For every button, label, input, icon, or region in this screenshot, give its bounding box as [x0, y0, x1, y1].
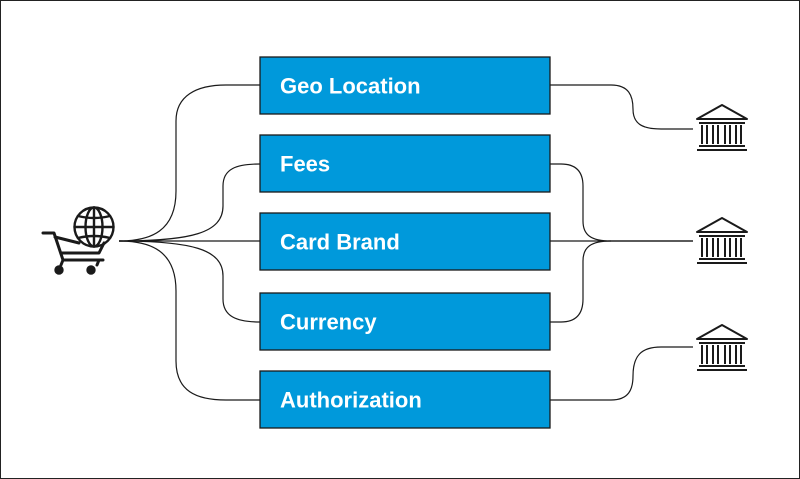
process-box-rect: [259, 370, 551, 429]
process-label: Currency: [280, 310, 377, 335]
connector-cart-currency: [118, 240, 261, 323]
shopping-cart-globe-icon: [41, 206, 115, 275]
banks: [696, 104, 748, 371]
bank-icon: [696, 324, 748, 371]
connector-cart-geo-location: [118, 84, 260, 242]
process-box-authorization: Authorization: [259, 370, 551, 429]
connector-geo-location-bank-top: [550, 84, 693, 130]
bank-icon: [696, 217, 748, 264]
process-box-rect: [259, 134, 551, 193]
process-box-rect: [259, 212, 551, 271]
process-box-fees: Fees: [259, 134, 551, 193]
connector-fees-bank-middle: [550, 163, 693, 242]
process-box-rect: [259, 292, 551, 351]
process-label: Authorization: [280, 388, 422, 413]
process-box-card-brand: Card Brand: [259, 212, 551, 271]
process-label: Card Brand: [280, 230, 400, 255]
connector-authorization-bank-bottom: [550, 346, 693, 401]
connector-lines: [118, 84, 693, 401]
process-box-rect: [259, 56, 551, 115]
process-label: Geo Location: [280, 74, 421, 99]
process-box-geo-location: Geo Location: [259, 56, 551, 115]
process-label: Fees: [280, 152, 330, 177]
connector-cart-authorization: [118, 240, 260, 401]
connector-cart-fees: [118, 163, 261, 242]
bank-icon: [696, 104, 748, 151]
process-box-currency: Currency: [259, 292, 551, 351]
connector-currency-bank-middle: [550, 240, 612, 323]
